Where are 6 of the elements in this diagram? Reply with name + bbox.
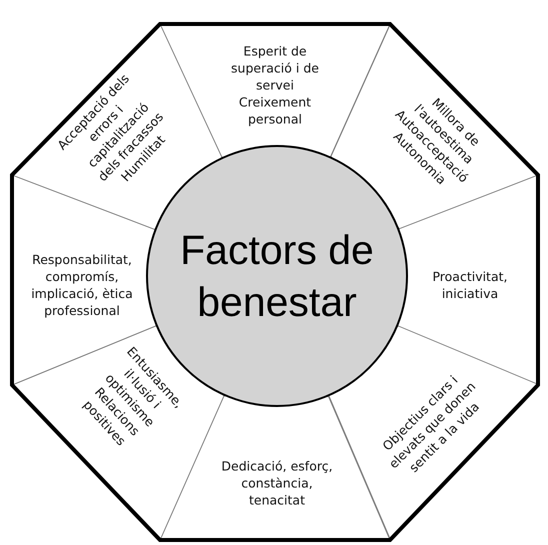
sector-text: Proactivitat, iniciativa bbox=[431, 268, 508, 302]
sector-text: Dedicació, esforç, constància, tenacitat bbox=[220, 457, 334, 508]
sector-text: Responsabilitat, compromís, implicació, ètica professional bbox=[30, 251, 134, 319]
sector-text: Creixement personal bbox=[238, 94, 312, 128]
center-title: Factors de benestar bbox=[179, 226, 375, 327]
sector-text: Esperit de superació i de servei bbox=[230, 42, 320, 94]
